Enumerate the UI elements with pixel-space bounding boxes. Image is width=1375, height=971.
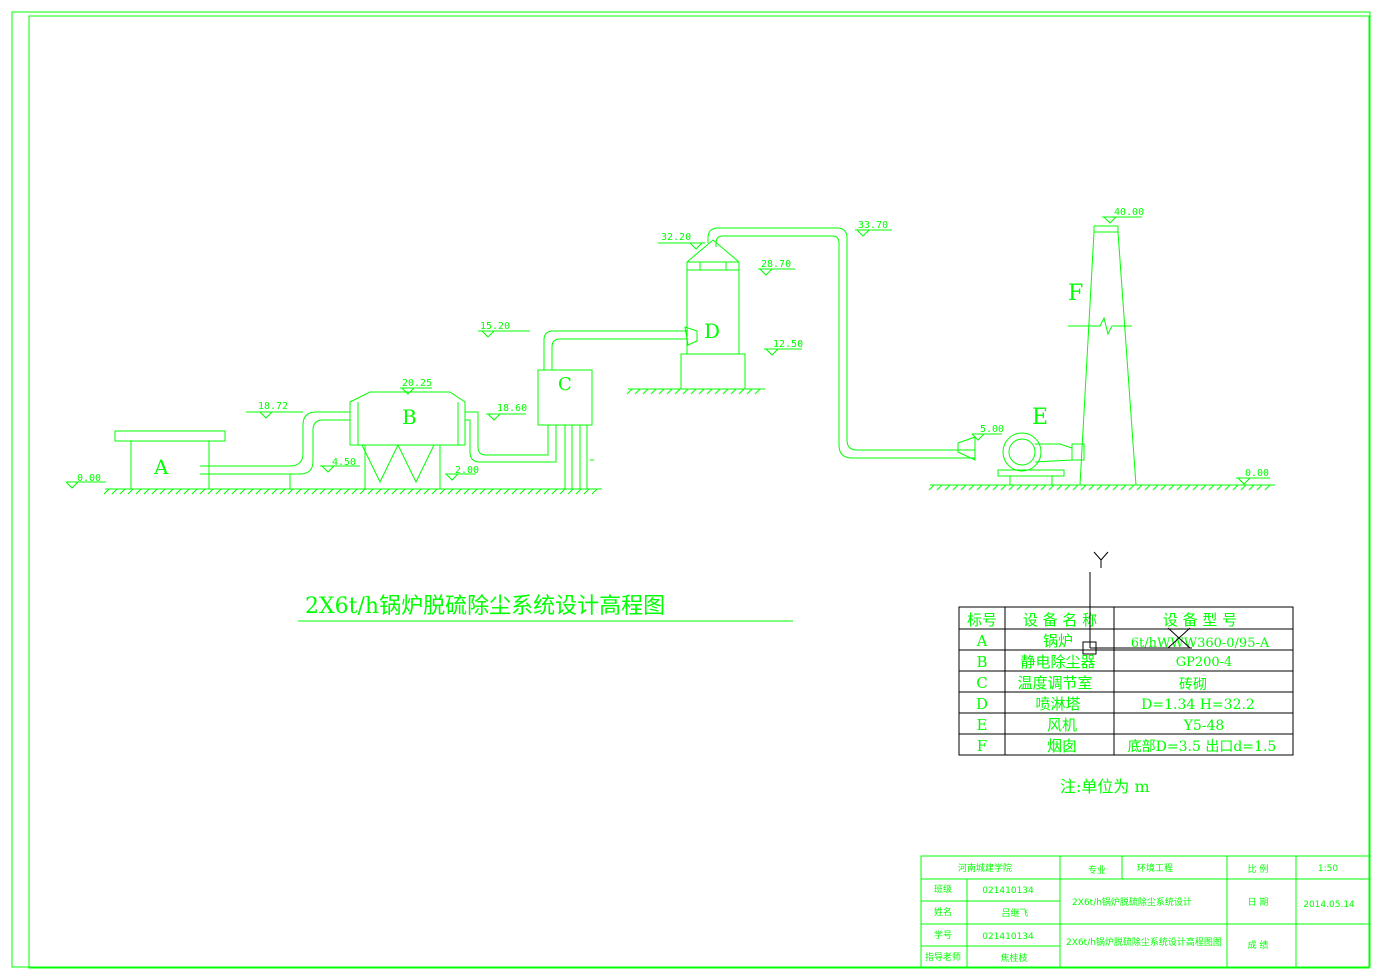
- pipe-a-b: [200, 411, 350, 489]
- table-row-e-id: E: [977, 716, 988, 734]
- axis-label: Y: [1092, 564, 1093, 566]
- table-header-name: 设 备 名 称: [1023, 611, 1097, 629]
- drawing-title: 2X6t/h锅炉脱硫除尘系统设计高程图: [305, 594, 665, 619]
- svg-text:2.00: 2.00: [455, 465, 479, 476]
- tb-name: 吕继飞: [1001, 907, 1028, 919]
- table-row-d-id: D: [976, 695, 988, 713]
- svg-text:15.20: 15.20: [480, 321, 510, 332]
- tb-school: 河南城建学院: [958, 862, 1012, 874]
- table-row-c-model: 砖砌: [1179, 677, 1207, 693]
- label-b: B: [402, 405, 417, 429]
- elev-b-out: 18.60: [486, 403, 527, 421]
- tb-advisor-label: 指导老师: [925, 951, 961, 963]
- tb-id: 021410134: [982, 932, 1034, 942]
- table-row-f-name: 烟囱: [1047, 737, 1077, 755]
- label-f: F: [1068, 281, 1083, 306]
- table-header-model: 设 备 型 号: [1163, 611, 1237, 629]
- table-row-c-id: C: [976, 674, 987, 692]
- label-a: A: [153, 455, 169, 479]
- tb-advisor: 焦桂枝: [1000, 952, 1027, 964]
- spray-tower-d: D: [680, 239, 746, 390]
- duct-d-e: [707, 227, 975, 459]
- tb-drawing-name: 2X6t/h锅炉脱硫除尘系统设计高程图图: [1066, 936, 1222, 948]
- elev-d-base: 12.50: [764, 339, 803, 356]
- inner-frame: [28, 15, 1370, 969]
- svg-text:18.60: 18.60: [497, 403, 527, 414]
- ucs-axis-icon: Y: [1082, 551, 1192, 655]
- svg-text:33.70: 33.70: [858, 220, 888, 231]
- pipe-c-d: [543, 326, 698, 370]
- tb-id-label: 学号: [934, 929, 952, 941]
- table-row-f-id: F: [977, 737, 987, 755]
- tb-grade-label: 成 绩: [1248, 939, 1269, 951]
- table-row-a-id: A: [976, 632, 988, 650]
- boiler-a: A: [114, 430, 226, 490]
- tb-class: 021410134: [982, 886, 1034, 896]
- elev-chimney-top: 40.00: [1102, 207, 1144, 224]
- svg-text:5.00: 5.00: [980, 424, 1004, 435]
- fan-e: E: [957, 405, 1085, 485]
- elev-duct-top: 33.70: [855, 220, 892, 237]
- svg-text:20.25: 20.25: [402, 378, 432, 389]
- label-d: D: [704, 319, 720, 343]
- label-e: E: [1032, 405, 1048, 430]
- elev-b-bottom: 4.50: [320, 457, 360, 473]
- precipitator-b: B: [349, 391, 466, 489]
- svg-text:18.72: 18.72: [258, 401, 288, 412]
- elevation-markers: 0.00 18.72 4.50 20.25 18.60 2.00 15.20: [65, 207, 1270, 489]
- ground-hatching: [103, 388, 1271, 495]
- table-row-b-model: GP200-4: [1176, 655, 1233, 670]
- table-row-b-name: 静电除尘器: [1020, 653, 1095, 671]
- table-row-d-name: 喷淋塔: [1035, 695, 1080, 713]
- svg-text:0.00: 0.00: [1245, 468, 1269, 479]
- elev-c-in: 15.20: [478, 321, 530, 338]
- elev-d-mid: 28.70: [758, 259, 795, 276]
- elev-d-top: 32.20: [658, 232, 705, 250]
- svg-text:40.00: 40.00: [1114, 207, 1144, 218]
- tb-date-label: 日 期: [1248, 897, 1269, 908]
- table-row-e-name: 风机: [1047, 716, 1077, 734]
- table-row-d-model: D=1.34 H=32.2: [1141, 697, 1255, 713]
- table-row-a-name: 锅炉: [1043, 632, 1073, 650]
- chamber-c: C: [537, 369, 594, 489]
- tb-major-label: 专业: [1088, 864, 1106, 876]
- svg-text:0.00: 0.00: [77, 473, 101, 484]
- table-row-c-name: 温度调节室: [1017, 674, 1092, 692]
- table-row-e-model: Y5-48: [1183, 718, 1225, 734]
- svg-text:32.20: 32.20: [661, 232, 691, 243]
- title-block: 河南城建学院 专业 环境工程 比 例 1:50 班级 021410134 2X6…: [920, 855, 1370, 968]
- label-c: C: [558, 374, 572, 395]
- svg-text:4.50: 4.50: [332, 457, 356, 468]
- chimney-f: F: [1068, 225, 1137, 486]
- svg-text:12.50: 12.50: [773, 339, 803, 350]
- unit-note: 注:单位为 m: [1060, 777, 1150, 796]
- equipment-table: 标号 设 备 名 称 设 备 型 号 A 锅炉 6t/hWWW360-0/95-…: [958, 606, 1294, 756]
- tb-scale-label: 比 例: [1248, 863, 1269, 875]
- pipe-b-c: [465, 411, 557, 463]
- svg-text:28.70: 28.70: [761, 259, 791, 270]
- elev-b-top: 20.25: [400, 378, 432, 395]
- table-row-a-model: 6t/hWWW360-0/95-A: [1131, 636, 1270, 651]
- elev-pipe-in: 18.72: [246, 401, 303, 419]
- table-row-b-id: B: [976, 653, 987, 671]
- table-row-f-model: 底部D=3.5 出口d=1.5: [1128, 739, 1277, 755]
- tb-design-title: 2X6t/h锅炉脱硫除尘系统设计: [1072, 896, 1192, 908]
- tb-name-label: 姓名: [934, 906, 952, 918]
- tb-class-label: 班级: [934, 883, 952, 895]
- outer-frame: [11, 11, 1371, 968]
- elev-fan: 5.00: [971, 424, 1004, 441]
- tb-major: 环境工程: [1137, 862, 1173, 874]
- table-header-id: 标号: [967, 611, 997, 629]
- tb-scale: 1:50: [1318, 864, 1338, 874]
- tb-date: 2014.05.14: [1303, 900, 1355, 910]
- elev-a-ground: 0.00: [65, 473, 106, 489]
- elev-b-hopper: 2.00: [445, 465, 479, 481]
- elev-chimney-ground: 0.00: [1236, 468, 1270, 485]
